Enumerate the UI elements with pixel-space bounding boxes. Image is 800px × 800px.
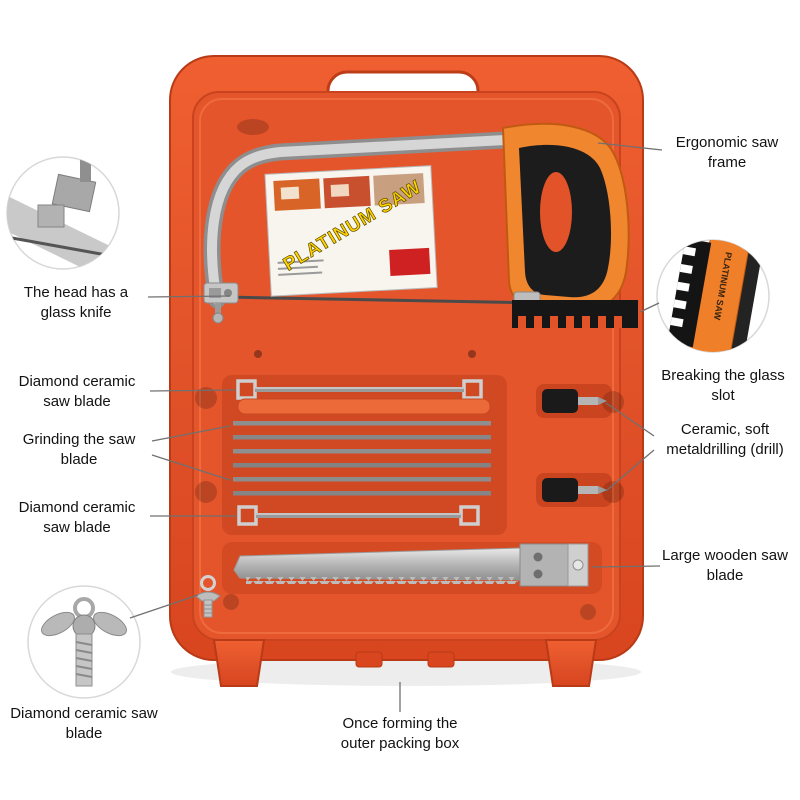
callout-circle-handle: PLATINUM SAW (656, 239, 770, 353)
callout-label-head-glass-knife: The head has a glass knife (23, 284, 129, 322)
line-drill-1 (605, 402, 655, 437)
molded-blade-retainer (237, 398, 491, 415)
line-wooden-blade (591, 565, 661, 568)
callout-label-diamond-ceramic-top: Diamond ceramic saw blade (18, 373, 136, 411)
line-ergonomic (597, 142, 663, 151)
blade-storage-comb (512, 300, 638, 328)
diamond-ceramic-blade-mid (237, 505, 480, 526)
callout-lines (129, 142, 663, 712)
diamond-ceramic-blade-top (236, 379, 483, 400)
saw-blade (223, 295, 541, 305)
line-grinding-1 (151, 425, 231, 442)
hacksaw-frame (203, 131, 541, 309)
line-breaking-slot (639, 302, 660, 313)
drill-bit-1 (542, 389, 607, 413)
callout-label-diamond-ceramic-bottom: Diamond ceramic saw blade (10, 705, 158, 743)
callout-circle-wingbolt (27, 585, 141, 699)
callout-label-packing-box: Once forming the outer packing box (340, 715, 460, 753)
callout-label-ergonomic-frame: Ergonomic saw frame (675, 134, 779, 172)
large-wooden-saw-blade (233, 543, 589, 587)
saw-handle (501, 122, 630, 312)
line-grinding-2 (151, 454, 231, 481)
grinding-blade-stack (233, 421, 491, 496)
card-red-box (389, 247, 431, 276)
line-head-clamp (147, 295, 231, 298)
saw-head-clamp (203, 282, 239, 324)
line-diamond-top (149, 389, 237, 392)
callout-label-breaking-glass-slot: Breaking the glass slot (661, 367, 785, 405)
case-latches (212, 639, 598, 687)
callout-label-large-wooden-saw-blade: Large wooden saw blade (662, 547, 788, 585)
callout-label-diamond-ceramic-mid: Diamond ceramic saw blade (18, 499, 136, 537)
callout-label-grinding-saw-blade: Grinding the saw blade (22, 431, 136, 469)
brand-label-card: PLATINUM SAW (264, 165, 438, 297)
line-wing-nut (129, 594, 199, 619)
callout-circle-clamp (6, 156, 120, 270)
callout-label-ceramic-soft-drill: Ceramic, soft metaldrilling (drill) (666, 421, 784, 459)
line-drill-2 (605, 449, 655, 492)
drill-bit-2 (542, 478, 607, 502)
wing-nut (195, 575, 221, 618)
